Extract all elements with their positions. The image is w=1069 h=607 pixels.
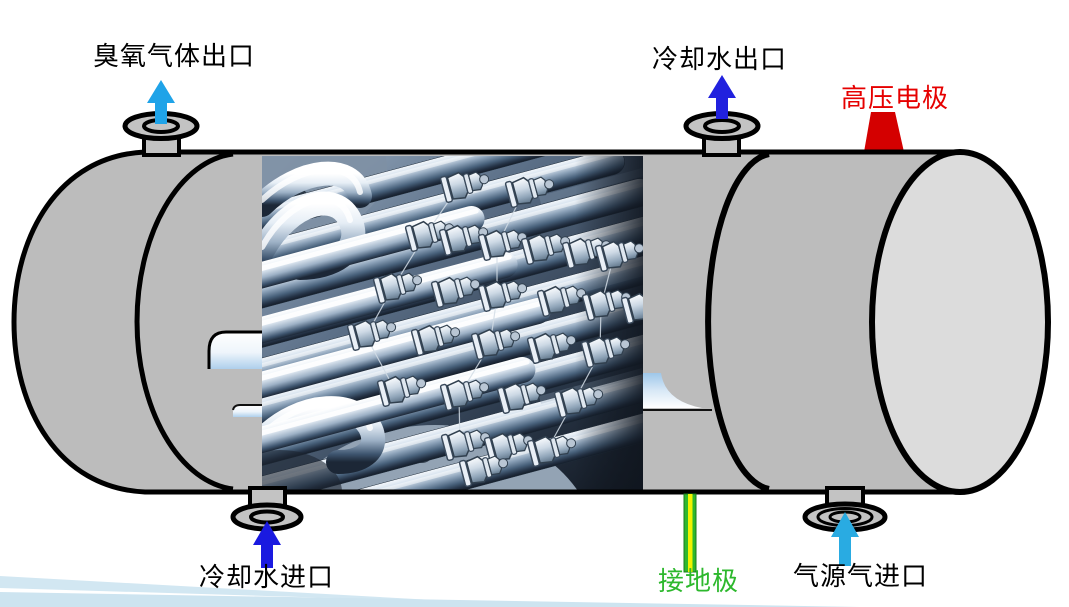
- gas-inlet-up-arrow-icon: [831, 512, 859, 566]
- cooling-inlet-up-arrow-icon: [253, 521, 281, 568]
- label-gas-inlet: 气源气进口: [793, 562, 929, 591]
- label-ozone-outlet: 臭氧气体出口: [93, 42, 256, 71]
- footer-template-wedge: [0, 576, 860, 607]
- label-hv-electrode: 高压电极: [841, 84, 950, 113]
- glass-tube-stub-left: [207, 330, 262, 417]
- ground-wire: [683, 493, 697, 573]
- vessel-end-face: [869, 149, 1051, 495]
- glass-tube-stub-right: [643, 373, 712, 411]
- cooling-outlet-up-arrow-icon: [708, 75, 736, 119]
- label-cooling-water-inlet: 冷却水进口: [199, 563, 335, 592]
- cooling-water-outlet-nozzle: [683, 111, 761, 157]
- ozone-outlet-up-arrow-icon: [147, 80, 175, 124]
- label-cooling-water-outlet: 冷却水出口: [652, 45, 788, 74]
- vessel-left-rim-arc: [134, 151, 234, 492]
- vessel-right-rim-arc: [705, 151, 770, 492]
- cutaway-photo: [262, 156, 643, 492]
- label-ground-electrode: 接地极: [658, 567, 740, 596]
- hv-electrode-block: [864, 112, 904, 152]
- cooling-water-inlet-nozzle: [230, 486, 304, 532]
